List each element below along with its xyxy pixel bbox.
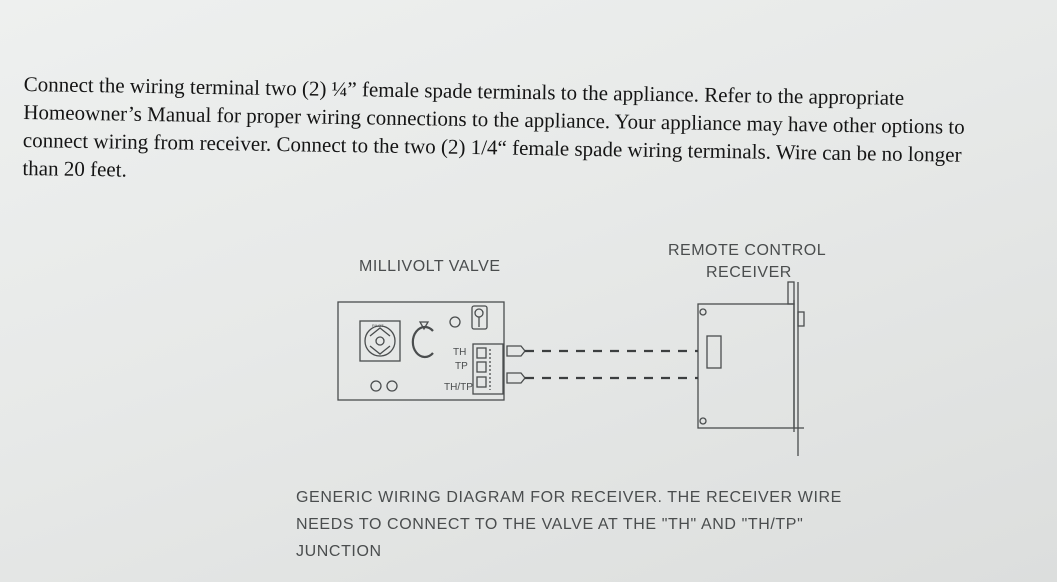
receiver-box — [697, 303, 795, 429]
receiver-switch — [706, 335, 722, 369]
pilot-knob-frame — [359, 320, 401, 362]
receiver-screw-top — [699, 308, 707, 316]
pilot-knob-icon — [364, 325, 396, 357]
terminal-th-label: TH — [453, 347, 467, 358]
millivolt-valve-label: MILLIVOLT VALVE — [359, 258, 501, 275]
receiver-screw-bottom — [699, 417, 707, 425]
receiver-label: RECEIVER — [706, 264, 792, 281]
valve-triangle-icon — [418, 321, 430, 331]
remote-control-label: REMOTE CONTROL — [668, 242, 827, 259]
pilot-knob-text: PILOT — [372, 323, 384, 328]
pressure-tap-icon — [471, 305, 488, 330]
valve-dial-icon — [411, 325, 434, 359]
caption-line-2: NEEDS TO CONNECT TO THE VALVE AT THE "TH… — [296, 516, 804, 533]
terminal-tp-label: TP — [455, 361, 468, 372]
pilot-knob-markings — [369, 327, 391, 355]
caption-line-3: JUNCTION — [296, 543, 382, 560]
valve-port-icon — [449, 316, 461, 328]
valve-body — [337, 301, 505, 401]
valve-bottom-port-left — [370, 380, 382, 392]
spade-terminal-thtp — [506, 372, 526, 384]
diagram-caption: GENERIC WIRING DIAGRAM FOR RECEIVER. THE… — [296, 484, 916, 565]
caption-line-1: GENERIC WIRING DIAGRAM FOR RECEIVER. THE… — [296, 489, 842, 506]
valve-bottom-port-right — [386, 380, 398, 392]
terminal-thtp-label: TH/TP — [444, 382, 473, 393]
terminal-block — [472, 343, 504, 395]
spade-terminal-th — [506, 345, 526, 357]
